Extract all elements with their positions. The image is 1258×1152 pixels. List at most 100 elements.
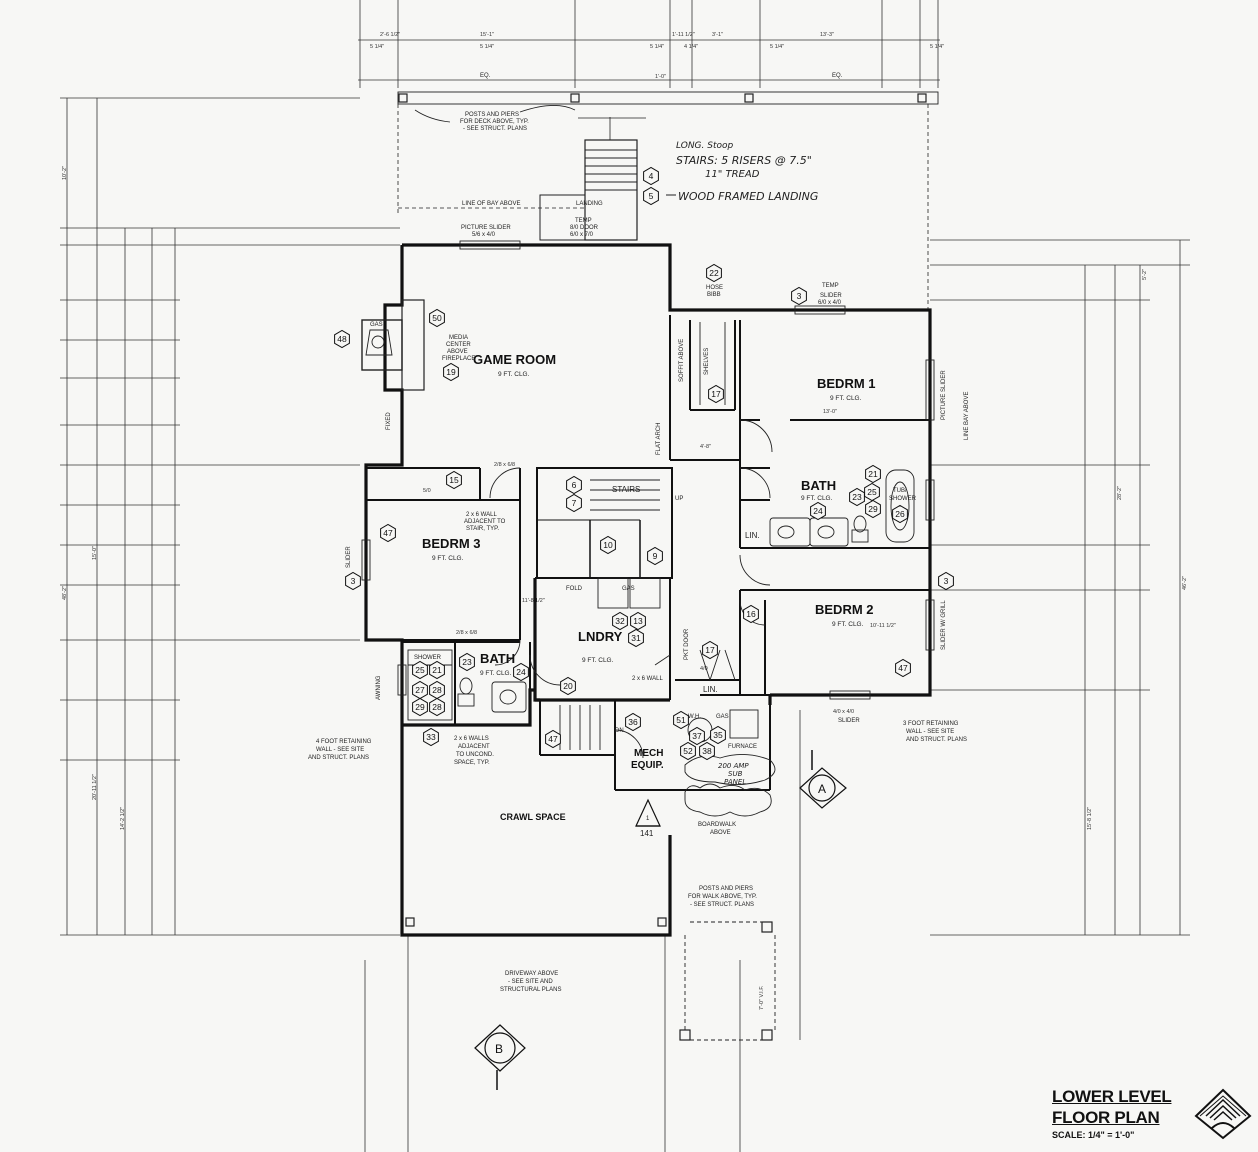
keynote-tag-number: 20 — [563, 681, 573, 691]
svg-text:7'-0" V.I.F.: 7'-0" V.I.F. — [759, 985, 765, 1010]
ceiling-bath-upper: 9 FT. CLG. — [801, 495, 833, 502]
room-labels: GAME ROOM 9 FT. CLG. BEDRM 1 9 FT. CLG. … — [422, 352, 876, 822]
keynote-tag-number: 10 — [603, 540, 613, 550]
keynote-tag-number: 3 — [944, 576, 949, 586]
room-bedrm1: BEDRM 1 — [817, 376, 876, 391]
hand-landing: WOOD FRAMED LANDING — [678, 190, 818, 203]
keynote-tag-number: 13 — [633, 616, 643, 626]
keynote-tag-hexagon — [865, 464, 881, 484]
note-posts-walk-1: POSTS AND PIERS — [699, 886, 753, 892]
hand-subpanel-1: 200 AMP — [718, 762, 749, 770]
keynote-tag-hexagon — [412, 660, 428, 680]
svg-text:13'-0": 13'-0" — [823, 409, 837, 415]
room-bedrm2: BEDRM 2 — [815, 602, 874, 617]
keynote-tag-number: 16 — [746, 609, 756, 619]
keynote-tag-number: 27 — [415, 685, 425, 695]
note-media-2: CENTER — [446, 342, 471, 348]
keynote-tag-hexagon — [895, 658, 911, 678]
svg-text:20'-11 1/2": 20'-11 1/2" — [92, 774, 98, 800]
note-temp-door-2: 8/0 DOOR — [570, 225, 599, 231]
keynote-tag-hexagon — [566, 493, 582, 513]
keynote-tag-number: 22 — [709, 268, 719, 278]
keynote-tag-number: 28 — [432, 702, 442, 712]
keynote-tag-number: 3 — [797, 291, 802, 301]
note-line-bay-right: LINE BAY ABOVE — [964, 392, 970, 440]
note-temp-slider-2: SLIDER — [820, 293, 842, 299]
svg-text:15'-1": 15'-1" — [480, 32, 494, 38]
keynote-tag-number: 38 — [702, 746, 712, 756]
hand-subpanel-2: SUB — [728, 770, 743, 778]
handwritten-notes: LONG. Stoop STAIRS: 5 RISERS @ 7.5" 11" … — [666, 141, 818, 786]
keynote-tag-hexagon — [647, 546, 663, 566]
keynote-tag-number: 28 — [432, 685, 442, 695]
note-2x6-wall: 2 x 6 WALL — [632, 676, 663, 682]
keynote-tag-hexagon — [429, 308, 445, 328]
keynote-tag-hexagon — [673, 710, 689, 730]
room-laundry: LNDRY — [578, 629, 623, 644]
note-lin-upper: LIN. — [745, 531, 760, 540]
note-wall-adj-1: 2 x 6 WALL — [466, 512, 497, 518]
note-picture-slider-right: PICTURE SLIDER — [941, 370, 947, 420]
hand-stoop-3: 11" TREAD — [705, 169, 760, 180]
keynote-tag-number: 21 — [432, 665, 442, 675]
note-flat-arch: FLAT ARCH — [656, 423, 662, 455]
keynote-tag-hexagon — [710, 725, 726, 745]
svg-text:10'-2": 10'-2" — [62, 166, 68, 180]
note-uncond-4: SPACE, TYP. — [454, 760, 490, 766]
keynote-tag-number: 47 — [898, 663, 908, 673]
ceiling-game-room: 9 FT. CLG. — [498, 371, 530, 378]
keynote-tag-hexagon — [791, 286, 807, 306]
section-b-label: B — [495, 1042, 503, 1056]
section-c-sheet: 141 — [640, 829, 654, 838]
keynote-tag-number: 47 — [383, 528, 393, 538]
note-retain-right-2: WALL - SEE SITE — [906, 729, 954, 735]
note-boardwalk-2: ABOVE — [710, 830, 731, 836]
keynote-tag-hexagon — [865, 499, 881, 519]
note-driveway-2: - SEE SITE AND — [508, 979, 553, 985]
note-retain-left-3: AND STRUCT. PLANS — [308, 755, 369, 761]
note-shower: SHOWER — [414, 655, 442, 661]
note-uncond-1: 2 x 6 WALLS — [454, 736, 489, 742]
keynote-tag-hexagon — [938, 571, 954, 591]
note-fold: FOLD — [566, 586, 583, 592]
keynote-tag-number: 29 — [868, 504, 878, 514]
note-eq-left: EQ. — [480, 73, 491, 79]
svg-text:2'-6 1/2": 2'-6 1/2" — [380, 32, 400, 38]
keynote-tag-hexagon — [423, 727, 439, 747]
dimension-lines — [60, 0, 1190, 1152]
title-line-1: LOWER LEVEL — [1052, 1087, 1172, 1106]
keynote-tag-number: 5 — [649, 191, 654, 201]
keynote-tag-number: 3 — [351, 576, 356, 586]
deck-outline — [397, 91, 939, 310]
keynote-tag-hexagon — [630, 611, 646, 631]
svg-text:4/0: 4/0 — [700, 666, 708, 672]
note-boardwalk-1: BOARDWALK — [698, 822, 736, 828]
keynote-tag-number: 29 — [415, 702, 425, 712]
room-bedrm3: BEDRM 3 — [422, 536, 481, 551]
note-temp-door-3: 6/0 x 7/0 — [570, 232, 594, 238]
keynote-tag-number: 25 — [415, 665, 425, 675]
keynote-tag-hexagon — [429, 697, 445, 717]
svg-text:5 1/4": 5 1/4" — [480, 44, 494, 50]
note-temp-door-1: TEMP — [575, 218, 592, 224]
keynote-tag-hexagon — [743, 604, 759, 624]
svg-text:1'-11 1/2": 1'-11 1/2" — [672, 32, 695, 38]
svg-text:5'-2": 5'-2" — [1142, 269, 1148, 280]
hand-stoop-2: STAIRS: 5 RISERS @ 7.5" — [676, 154, 812, 167]
keynote-tag-number: 47 — [548, 734, 558, 744]
room-crawl-space: CRAWL SPACE — [500, 812, 566, 822]
note-temp-slider-1: TEMP — [822, 283, 839, 289]
keynote-tag-hexagon — [892, 504, 908, 524]
note-posts-walk-3: - SEE STRUCT. PLANS — [690, 902, 754, 908]
doors-fixtures — [361, 240, 935, 1041]
keynote-tag-hexagon — [412, 697, 428, 717]
note-retain-right-1: 3 FOOT RETAINING — [903, 721, 959, 727]
title-block: LOWER LEVEL FLOOR PLAN SCALE: 1/4" = 1'-… — [1052, 1086, 1252, 1152]
ceiling-bath-lower: 9 FT. CLG. — [480, 670, 512, 677]
keynote-tag-hexagon — [702, 640, 718, 660]
svg-text:5 1/4": 5 1/4" — [650, 44, 664, 50]
keynote-tag-hexagon — [566, 475, 582, 495]
svg-text:2/8 x 6/8: 2/8 x 6/8 — [456, 630, 477, 636]
keynote-tag-hexagon — [864, 482, 880, 502]
